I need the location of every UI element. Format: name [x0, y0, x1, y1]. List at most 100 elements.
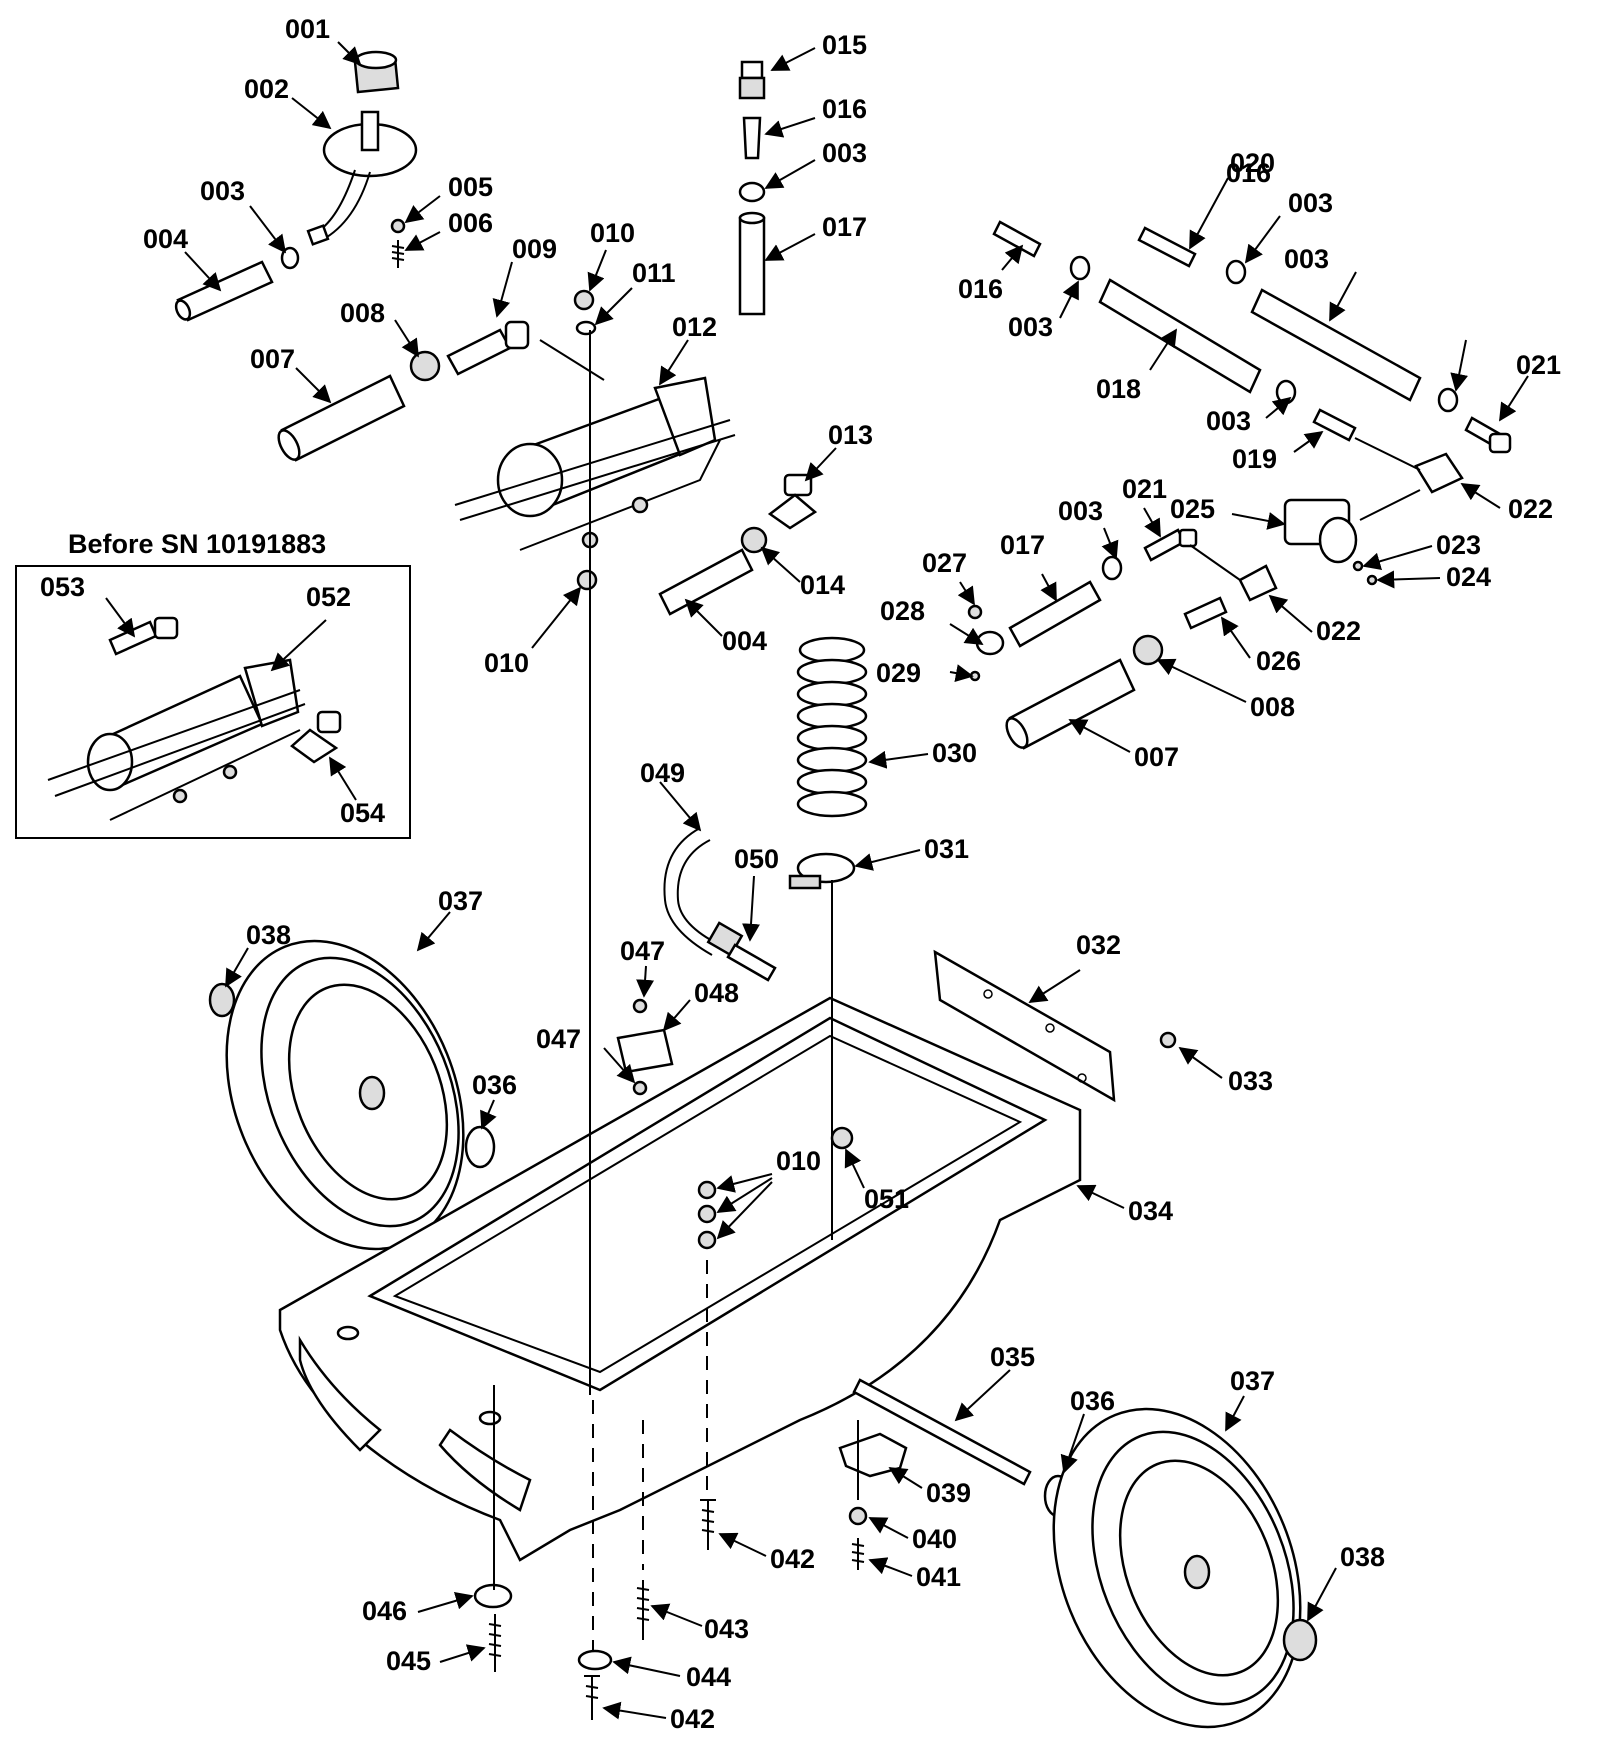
callout-017: 017	[822, 212, 867, 242]
part-034-tank	[278, 996, 1082, 1562]
part-023-nut	[1352, 560, 1364, 572]
part-010-nut-4	[697, 1204, 717, 1224]
callout-010-c: 010	[776, 1146, 821, 1176]
part-032-bracket	[933, 949, 1116, 1103]
part-007-hose	[277, 374, 406, 462]
callout-023: 023	[1436, 530, 1481, 560]
inset-part-054-elbow	[290, 710, 342, 764]
callout-054: 054	[340, 798, 385, 828]
part-026-fitting	[1183, 596, 1228, 630]
part-043-bolt	[636, 1580, 650, 1640]
part-014-clamp	[740, 526, 768, 554]
callout-036: 036	[472, 1070, 517, 1100]
callout-049: 049	[640, 758, 685, 788]
part-005-washer	[390, 218, 406, 234]
part-016-barb	[742, 116, 762, 160]
callout-003-e: 003	[1284, 244, 1329, 274]
part-035-axle	[852, 1378, 1032, 1486]
part-010-nut-5	[697, 1230, 717, 1250]
part-045-screw	[488, 1614, 502, 1672]
callout-021-b: 021	[1122, 474, 1167, 504]
part-044-washer	[577, 1649, 613, 1671]
part-031-band-clamp	[788, 852, 856, 890]
part-038-hubcap-left	[208, 982, 236, 1018]
callout-045: 045	[386, 1646, 431, 1676]
callout-016-c: 016	[1226, 158, 1271, 188]
part-024-screw	[1366, 574, 1378, 586]
callout-037: 037	[438, 886, 483, 916]
callout-050: 050	[734, 844, 779, 874]
callout-003-c: 003	[1008, 312, 1053, 342]
part-003-clamp-6	[1275, 379, 1297, 405]
callout-009: 009	[512, 234, 557, 264]
callout-003-b: 003	[822, 138, 867, 168]
part-001-cap	[353, 50, 400, 94]
callout-017-b: 017	[1000, 530, 1045, 560]
callout-labels: 001 002 003 004 005 006 007 008 009 010 …	[40, 14, 1561, 1734]
part-009-elbow	[446, 320, 530, 376]
part-027-nut	[967, 604, 983, 620]
callout-016-b: 016	[958, 274, 1003, 304]
callout-053: 053	[40, 572, 85, 602]
part-047-nut	[632, 998, 648, 1014]
callout-035: 035	[990, 1342, 1035, 1372]
part-021-elbow	[1464, 416, 1512, 454]
part-016-barb-3	[1137, 226, 1197, 268]
part-040-washer	[848, 1506, 868, 1526]
callout-004-b: 004	[722, 626, 767, 656]
callout-024: 024	[1446, 562, 1491, 592]
callout-014: 014	[800, 570, 845, 600]
part-029-screw	[969, 670, 981, 682]
part-015-fitting	[738, 60, 766, 100]
callout-030: 030	[932, 738, 977, 768]
leader-lines	[105, 41, 1529, 1720]
part-002-fill-assembly	[306, 110, 418, 246]
part-037-wheel-left	[225, 939, 465, 1251]
part-039-strap	[838, 1432, 908, 1478]
part-042-bolt	[700, 1499, 716, 1550]
callout-008-b: 008	[1250, 692, 1295, 722]
callout-007: 007	[250, 344, 295, 374]
part-021-elbow-2	[1143, 528, 1198, 562]
callout-038-b: 038	[1340, 1542, 1385, 1572]
callout-037-b: 037	[1230, 1366, 1275, 1396]
callout-008: 008	[340, 298, 385, 328]
part-038-hubcap-right	[1282, 1618, 1318, 1662]
callout-040: 040	[912, 1524, 957, 1554]
part-019-fitting	[1312, 408, 1357, 442]
part-016-barb-2	[992, 220, 1042, 258]
part-030-bellows	[796, 636, 868, 818]
callout-031: 031	[924, 834, 969, 864]
part-017-hose-2	[1008, 580, 1102, 648]
callout-033: 033	[1228, 1066, 1273, 1096]
part-004-hose	[174, 260, 274, 322]
callout-042-b: 042	[670, 1704, 715, 1734]
part-050-fitting	[706, 921, 777, 982]
part-010-nut-2	[576, 569, 598, 591]
part-010-nut	[573, 289, 595, 311]
inset-title: Before SN 10191883	[68, 529, 326, 559]
callout-003-d: 003	[1288, 188, 1333, 218]
part-008-clamp-2	[1132, 634, 1164, 666]
inset-pump-old	[47, 658, 306, 821]
part-006-screw	[391, 240, 405, 268]
callout-046: 046	[362, 1596, 407, 1626]
callout-013: 013	[828, 420, 873, 450]
callout-020: 020	[1230, 148, 1275, 178]
part-012-pump	[454, 376, 736, 551]
part-003-clamp-2	[738, 181, 766, 203]
callout-003-g: 003	[1058, 496, 1103, 526]
callout-011: 011	[632, 258, 676, 288]
callout-004: 004	[143, 224, 188, 254]
part-036-washer-left	[464, 1125, 496, 1169]
callout-047-b: 047	[536, 1024, 581, 1054]
part-051-grommet	[830, 1126, 854, 1150]
callout-039: 039	[926, 1478, 971, 1508]
callout-052: 052	[306, 582, 351, 612]
callout-025: 025	[1170, 494, 1215, 524]
part-047-nut-2	[632, 1080, 648, 1096]
callout-032: 032	[1076, 930, 1121, 960]
callout-026: 026	[1256, 646, 1301, 676]
callout-043: 043	[704, 1614, 749, 1644]
